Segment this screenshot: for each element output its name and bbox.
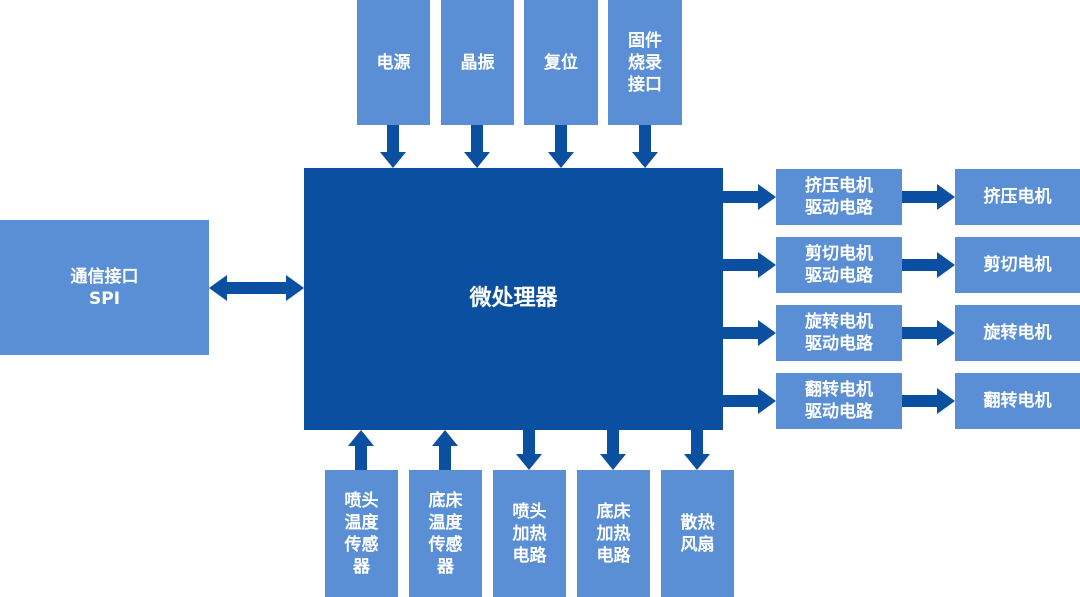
driver-block: 翻转电机 驱动电路: [776, 373, 902, 429]
driver-block: 剪切电机 驱动电路: [776, 237, 902, 293]
arrow-down-icon: [516, 430, 542, 470]
arrow-right-icon: [723, 388, 776, 414]
arrow-up-icon: [432, 430, 458, 470]
firmware-port-block: 固件 烧录 接口: [608, 0, 682, 125]
bed-temp-sensor-block: 底床 温度 传感 器: [409, 470, 482, 597]
arrow-right-icon: [902, 388, 955, 414]
arrow-right-icon: [723, 320, 776, 346]
motor-block: 剪切电机: [955, 237, 1080, 293]
arrow-right-icon: [723, 184, 776, 210]
arrow-down-icon: [464, 125, 490, 168]
driver-block: 挤压电机 驱动电路: [776, 169, 902, 225]
arrow-down-icon: [684, 430, 710, 470]
fan-block: 散热 风扇: [661, 470, 734, 597]
reset-block: 复位: [524, 0, 598, 125]
double-arrow-icon: [209, 275, 304, 301]
nozzle-heater-block: 喷头 加热 电路: [493, 470, 566, 597]
bed-heater-block: 底床 加热 电路: [577, 470, 650, 597]
arrow-right-icon: [902, 252, 955, 278]
arrow-right-icon: [723, 252, 776, 278]
arrow-right-icon: [902, 184, 955, 210]
arrow-down-icon: [600, 430, 626, 470]
nozzle-temp-sensor-block: 喷头 温度 传感 器: [325, 470, 398, 597]
microprocessor-block: 微处理器: [304, 168, 723, 430]
arrow-down-icon: [548, 125, 574, 168]
motor-block: 挤压电机: [955, 169, 1080, 225]
arrow-right-icon: [902, 320, 955, 346]
motor-block: 翻转电机: [955, 373, 1080, 429]
arrow-down-icon: [632, 125, 658, 168]
motor-block: 旋转电机: [955, 305, 1080, 361]
arrow-up-icon: [348, 430, 374, 470]
arrow-down-icon: [380, 125, 406, 168]
spi-interface-block: 通信接口 SPI: [0, 220, 209, 355]
crystal-block: 晶振: [441, 0, 514, 125]
driver-block: 旋转电机 驱动电路: [776, 305, 902, 361]
power-block: 电源: [357, 0, 430, 125]
